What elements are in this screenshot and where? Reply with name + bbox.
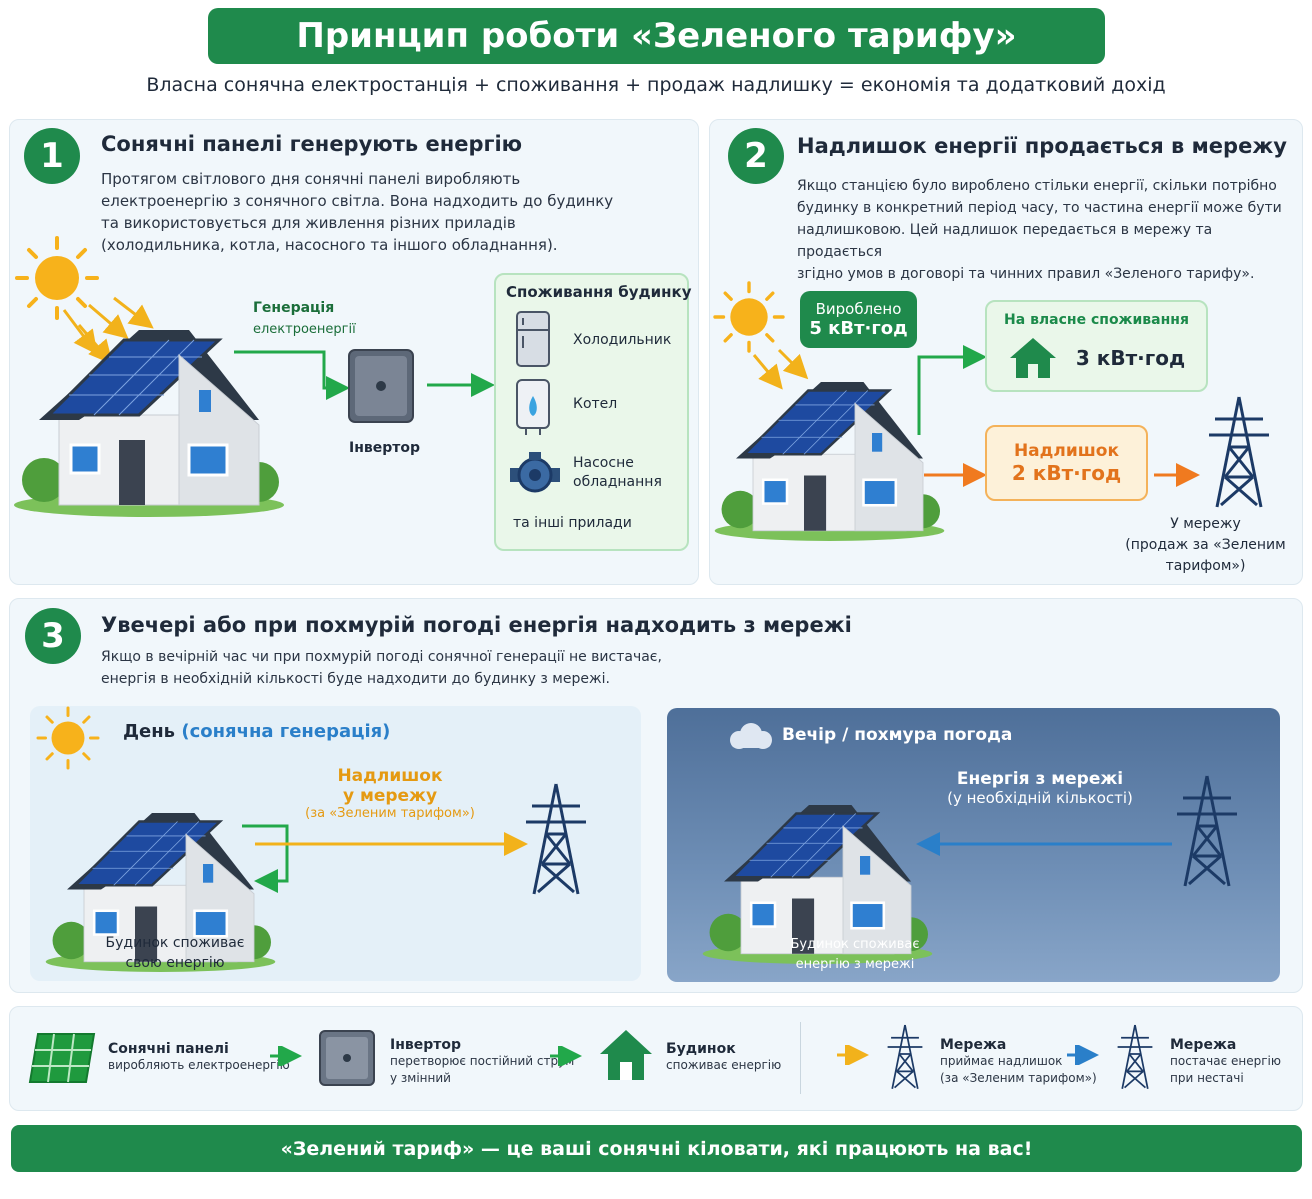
grid-sale-label: У мережу (продаж за «Зеленим тарифом») <box>1125 516 1286 574</box>
section-3-text: Якщо в вечірній час чи при похмурій пого… <box>101 649 662 687</box>
home-icon <box>1009 338 1056 378</box>
section-3-title: Увечері або при похмурій погоді енергія … <box>101 613 852 637</box>
arrow-icon <box>1067 1045 1099 1065</box>
pump-icon <box>510 452 560 493</box>
power-tower-icon <box>1175 774 1239 888</box>
sun-icon <box>15 236 99 320</box>
generation-arrow <box>234 350 350 400</box>
own-consumption-box: На власне споживання 3 кВт·год <box>985 300 1208 392</box>
consumption-title: Споживання будинку <box>506 283 692 301</box>
legend-item-solar: Сонячні панелі виробляють електроенергію <box>108 1041 290 1072</box>
night-illustration <box>697 723 1239 966</box>
device-fridge: Холодильник <box>573 332 672 348</box>
boiler-icon <box>516 379 550 435</box>
power-tower-icon <box>1207 395 1271 509</box>
section-1-title: Сонячні панелі генерують енергію <box>101 132 523 156</box>
legend-item-house: Будинок споживає енергію <box>666 1041 782 1072</box>
night-grid-label: Енергія з мережі (у необхідній кількості… <box>947 769 1133 807</box>
house-icon <box>713 380 946 543</box>
legend-item-grid-supply: Мережа постачає енергію при нестачі <box>1170 1037 1281 1085</box>
section-3-badge: 3 <box>25 608 81 664</box>
section-1-badge: 1 <box>24 128 80 184</box>
sun-rays-icon <box>62 296 154 365</box>
night-caption: Будинок споживає енергію з мережі <box>790 937 920 972</box>
device-boiler: Котел <box>573 396 618 412</box>
section-2-title: Надлишок енергії продається в мережу <box>797 134 1287 158</box>
arrow-icon <box>837 1045 869 1065</box>
produced-box: Вироблено 5 кВт·год <box>800 291 917 348</box>
section-2-badge: 2 <box>728 128 784 184</box>
self-consumption-arrow <box>242 824 289 893</box>
sun-icon <box>713 281 785 353</box>
inverter-icon <box>348 349 414 423</box>
legend-item-grid-receive: Мережа приймає надлишок (за «Зеленим тар… <box>940 1037 1097 1085</box>
arrow-icon <box>270 1046 302 1066</box>
legend-item-inverter: Інвертор перетворює постійний струм у зм… <box>390 1037 575 1085</box>
day-surplus-label: Надлишок у мережу (за «Зеленим тарифом») <box>305 766 475 821</box>
power-tower-icon <box>1116 1024 1154 1090</box>
inverter-label: Інвертор <box>349 440 421 456</box>
inverter-icon <box>319 1030 375 1086</box>
section-1-text: Протягом світлового дня сонячні панелі в… <box>101 170 614 254</box>
section-2-text: Якщо станцією було вироблено стільки ене… <box>797 178 1282 282</box>
device-pump: Насосне обладнання <box>573 455 662 490</box>
page-title: Принцип роботи «Зеленого тарифу» <box>208 8 1105 64</box>
day-title: День (сонячна генерація) <box>123 721 391 742</box>
cloud-icon <box>730 723 772 749</box>
page-subtitle: Власна сонячна електростанція + споживан… <box>146 74 1166 96</box>
legend-divider <box>800 1022 801 1094</box>
day-caption: Будинок споживає свою енергію <box>105 935 245 971</box>
section-2-illustration <box>713 281 1271 543</box>
section-1-illustration <box>12 236 495 519</box>
arrow-icon <box>550 1046 582 1066</box>
moon-icon <box>697 724 725 759</box>
night-title: Вечір / похмура погода <box>782 725 1013 745</box>
house-icon <box>12 328 286 519</box>
footer-banner: «Зелений тариф» — це ваші сонячні кілова… <box>11 1125 1302 1172</box>
solar-panel-icon <box>28 1033 96 1083</box>
generation-label: Генерація <box>253 300 335 316</box>
other-devices: та інші прилади <box>513 515 632 531</box>
generation-sublabel: електроенергії <box>253 322 356 337</box>
power-tower-icon <box>886 1024 924 1090</box>
sun-rays-icon <box>752 348 809 390</box>
sun-icon <box>36 706 100 770</box>
own-consumption-arrow <box>917 345 987 435</box>
fridge-icon <box>516 311 550 367</box>
power-tower-icon <box>524 782 588 896</box>
day-illustration <box>36 706 588 974</box>
home-icon <box>600 1030 652 1080</box>
surplus-box: Надлишок 2 кВт·год <box>985 425 1148 501</box>
